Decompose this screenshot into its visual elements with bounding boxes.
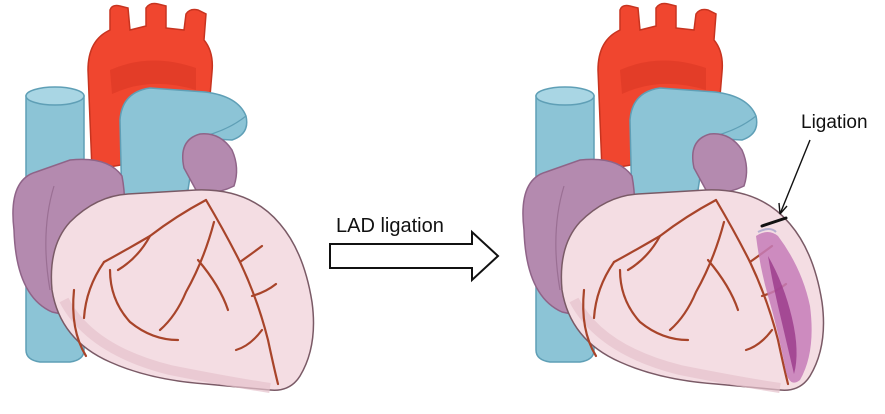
- transition-arrow: [330, 232, 498, 280]
- normal-heart-illustration: [13, 4, 314, 391]
- arrow-label: LAD ligation: [336, 215, 444, 237]
- ligated-heart-illustration: [523, 4, 824, 391]
- ligation-pointer: [780, 140, 810, 214]
- ligation-label: Ligation: [801, 112, 868, 133]
